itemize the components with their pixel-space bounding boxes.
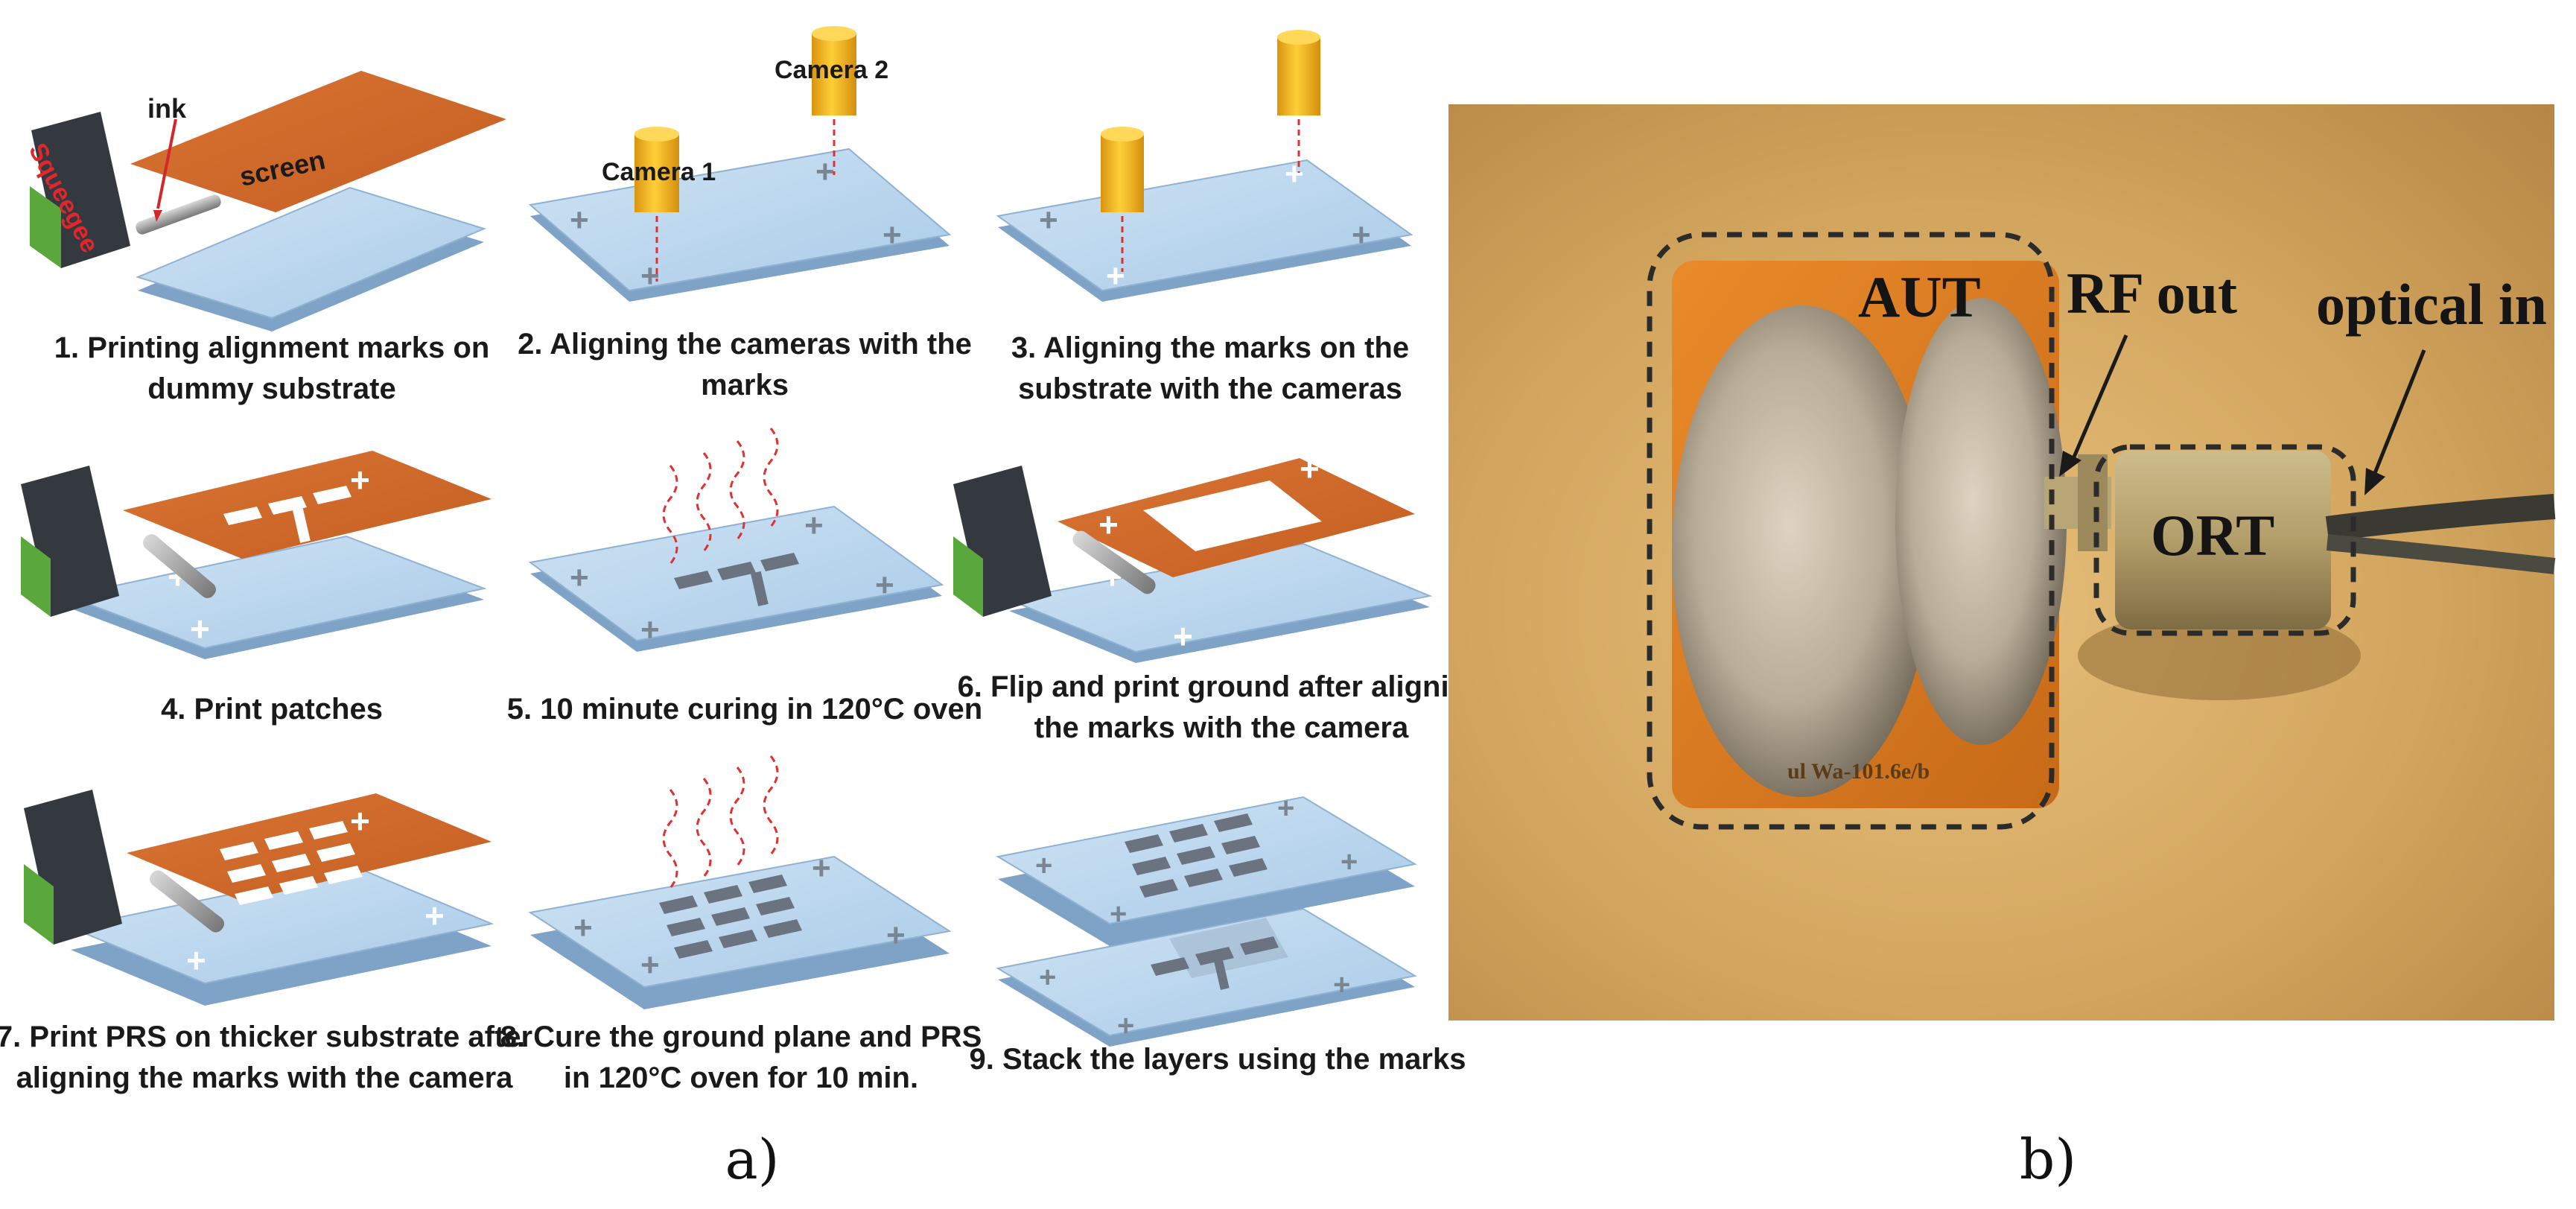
step-7-illustration: + + + + xyxy=(24,790,494,1006)
cross-mark: + xyxy=(350,802,370,840)
cross-mark: + xyxy=(1039,961,1056,994)
aut-label: AUT xyxy=(1858,264,1981,329)
cross-mark: + xyxy=(1300,449,1320,488)
optical-in-arrow xyxy=(2370,349,2426,481)
cross-mark: + xyxy=(640,947,660,983)
step-9-illustration: + + + + + + + xyxy=(996,792,1417,1047)
cross-mark: + xyxy=(1341,524,1361,562)
step-4-illustration: + + + + xyxy=(21,451,492,659)
ink-label: ink xyxy=(147,93,187,124)
panel-b: ul Wa-101.6e/b AUT RF out optical in ORT… xyxy=(1448,104,2556,1192)
step-8-caption-line2: in 120°C oven for 10 min. xyxy=(564,1062,918,1094)
cross-mark: + xyxy=(815,153,835,190)
optical-in-label: optical in xyxy=(2316,272,2547,337)
camera-icon xyxy=(1101,134,1144,212)
cross-mark: + xyxy=(1352,217,1371,253)
step-9-caption: 9. Stack the layers using the marks xyxy=(970,1043,1466,1076)
camera-1-icon xyxy=(635,134,679,212)
step-8-illustration: + + + + xyxy=(528,755,952,1009)
rf-out-arrow xyxy=(2068,334,2128,466)
step-3-caption-line2: substrate with the cameras xyxy=(1018,372,1402,405)
cross-mark: + xyxy=(1333,968,1350,1001)
camera-2-icon xyxy=(812,34,856,115)
step-8-caption: 8. Cure the ground plane and PRS xyxy=(500,1021,982,1053)
antenna-patch-left xyxy=(1672,305,1933,797)
cross-mark: + xyxy=(1039,202,1058,238)
cross-mark: + xyxy=(201,99,221,138)
optical-cable xyxy=(2325,494,2556,542)
cross-mark: + xyxy=(882,217,902,253)
cross-mark: + xyxy=(417,859,437,898)
cross-mark: + xyxy=(875,567,894,603)
cross-mark: + xyxy=(350,460,370,499)
step-6-caption: 6. Flip and print ground after aligning xyxy=(958,670,1486,703)
step-2-illustration: + + + + Camera 1 Camera 2 xyxy=(528,26,952,302)
step-5-caption: 5. 10 minute curing in 120°C oven xyxy=(507,693,982,726)
rf-out-label: RF out xyxy=(2067,261,2237,326)
step-6-illustration: + + + + + xyxy=(953,449,1433,663)
camera-icon xyxy=(1277,37,1320,115)
cross-mark: + xyxy=(1106,258,1125,294)
cross-mark: + xyxy=(640,258,660,294)
cross-mark: + xyxy=(1035,849,1052,882)
step-2-caption-line2: marks xyxy=(701,369,789,402)
step-7-caption: 7. Print PRS on thicker substrate after xyxy=(0,1021,532,1053)
cross-mark: + xyxy=(1285,156,1304,192)
step-6-caption-line2: the marks with the camera xyxy=(1034,711,1409,744)
cross-mark: + xyxy=(1098,505,1119,544)
cross-mark: + xyxy=(812,850,831,886)
cross-mark: + xyxy=(186,941,206,980)
cross-mark: + xyxy=(424,896,445,935)
cross-mark: + xyxy=(1341,845,1358,878)
cross-mark: + xyxy=(573,910,593,946)
cross-mark: + xyxy=(570,559,589,596)
cross-mark: + xyxy=(417,177,437,216)
cross-mark: + xyxy=(640,612,660,648)
cross-mark: + xyxy=(1277,792,1294,825)
ort-outline xyxy=(2093,444,2356,636)
board-print: ul Wa-101.6e/b xyxy=(1787,759,1930,784)
step-1-caption: 1. Printing alignment marks on xyxy=(54,331,490,364)
antenna-patch-right xyxy=(1895,298,2067,745)
step-2-caption: 2. Aligning the cameras with the xyxy=(518,328,972,361)
panel-a-tag: a) xyxy=(725,1128,780,1192)
aut-outline xyxy=(1647,232,2055,830)
camera-1-label: Camera 1 xyxy=(602,158,716,186)
panel-b-tag: b) xyxy=(2020,1128,2076,1192)
cross-mark: + xyxy=(1110,898,1127,930)
camera-2-label: Camera 2 xyxy=(775,56,888,84)
panel-a: + + + screen Squeegee ink + + + + xyxy=(0,26,1485,1192)
cross-mark: + xyxy=(886,917,906,953)
cross-mark: + xyxy=(190,609,210,648)
cross-mark: + xyxy=(1173,617,1193,656)
ort-module xyxy=(2115,451,2331,629)
ort-label: ORT xyxy=(2151,503,2274,568)
cross-mark: + xyxy=(413,516,433,555)
cross-mark: + xyxy=(804,507,824,544)
step-4-caption: 4. Print patches xyxy=(161,693,383,726)
step-7-caption-line2: aligning the marks with the camera xyxy=(16,1062,514,1094)
cross-mark: + xyxy=(1117,1009,1134,1042)
step-3-illustration: + + + + xyxy=(996,30,1413,302)
step-1-illustration: + + + screen Squeegee ink xyxy=(23,71,506,331)
cross-mark: + xyxy=(570,202,589,238)
step-3-caption: 3. Aligning the marks on the xyxy=(1011,331,1409,364)
step-1-caption-line2: dummy substrate xyxy=(147,372,395,405)
step-5-illustration: + + + + xyxy=(528,428,944,652)
